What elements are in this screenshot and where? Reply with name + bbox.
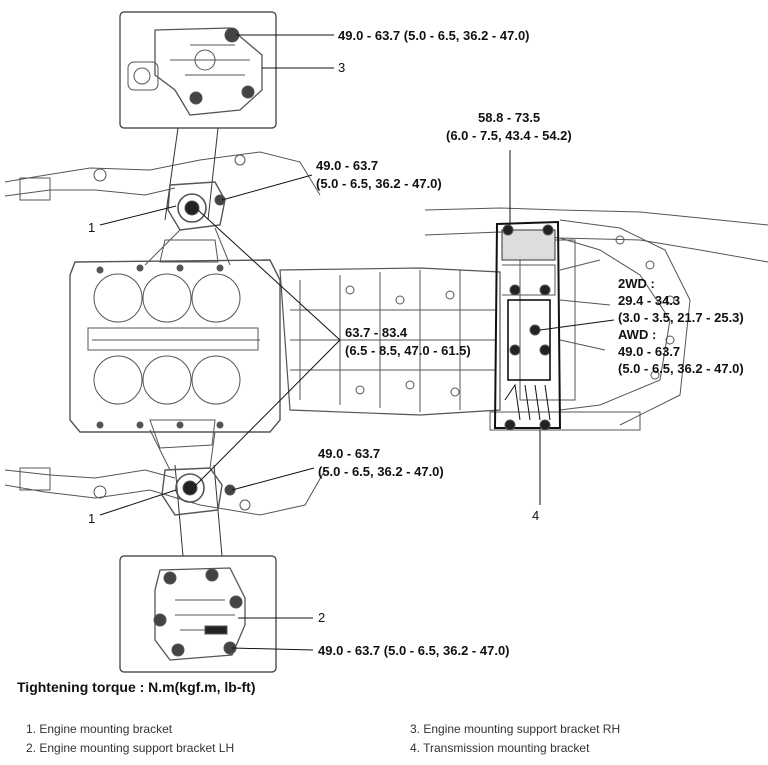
- torque-awd-line1: 49.0 - 63.7: [618, 344, 680, 359]
- callout-2: 2: [318, 610, 325, 625]
- legend-item-2: 2. Engine mounting support bracket LH: [26, 741, 235, 755]
- torque-center-line2: (6.5 - 8.5, 47.0 - 61.5): [345, 343, 471, 358]
- subframe-lower-rail: [4, 467, 326, 516]
- torque-2wd-line2: (3.0 - 3.5, 21.7 - 25.3): [618, 310, 744, 325]
- legend-item-1: 1. Engine mounting bracket: [26, 722, 173, 736]
- torque-trans-top-line1: 58.8 - 73.5: [478, 110, 540, 125]
- rh-engine-mount: [144, 181, 231, 266]
- callout-1-upper: 1: [88, 220, 95, 235]
- lh-engine-mount: [149, 419, 236, 516]
- transmission-body: [279, 267, 501, 416]
- torque-rh-support-bracket: 49.0 - 63.7 (5.0 - 6.5, 36.2 - 47.0): [338, 28, 530, 43]
- leader-lines: [99, 34, 615, 651]
- mounting-diagram: 49.0 - 63.7 (5.0 - 6.5, 36.2 - 47.0) 3 4…: [4, 11, 768, 673]
- transmission-mounting-bracket: [493, 220, 562, 431]
- torque-trans-top-line2: (6.0 - 7.5, 43.4 - 54.2): [446, 128, 572, 143]
- legend-item-3: 3. Engine mounting support bracket RH: [410, 722, 621, 736]
- torque-rh-mount-line1: 49.0 - 63.7: [316, 158, 378, 173]
- callout-1-lower: 1: [88, 511, 95, 526]
- torque-2wd-line1: 29.4 - 34.3: [618, 293, 680, 308]
- rh-support-bracket: [127, 27, 263, 116]
- callout-3: 3: [338, 60, 345, 75]
- lh-support-bracket: [153, 567, 246, 661]
- transmission-crossmember: [424, 207, 768, 431]
- torque-lh-support-bracket: 49.0 - 63.7 (5.0 - 6.5, 36.2 - 47.0): [318, 643, 510, 658]
- engine-block: [69, 259, 281, 433]
- torque-lh-mount-line1: 49.0 - 63.7: [318, 446, 380, 461]
- subframe-upper-rail: [4, 151, 321, 201]
- callout-4: 4: [532, 508, 539, 523]
- torque-center-line1: 63.7 - 83.4: [345, 325, 408, 340]
- rh-detail-frame: [119, 11, 277, 221]
- tightening-torque-title: Tightening torque : N.m(kgf.m, lb-ft): [17, 679, 256, 695]
- torque-lh-mount-line2: (5.0 - 6.5, 36.2 - 47.0): [318, 464, 444, 479]
- torque-awd-header: AWD :: [618, 327, 656, 342]
- torque-rh-mount-line2: (5.0 - 6.5, 36.2 - 47.0): [316, 176, 442, 191]
- legend-item-4: 4. Transmission mounting bracket: [410, 741, 590, 755]
- torque-2wd-header: 2WD :: [618, 276, 655, 291]
- torque-awd-line2: (5.0 - 6.5, 36.2 - 47.0): [618, 361, 744, 376]
